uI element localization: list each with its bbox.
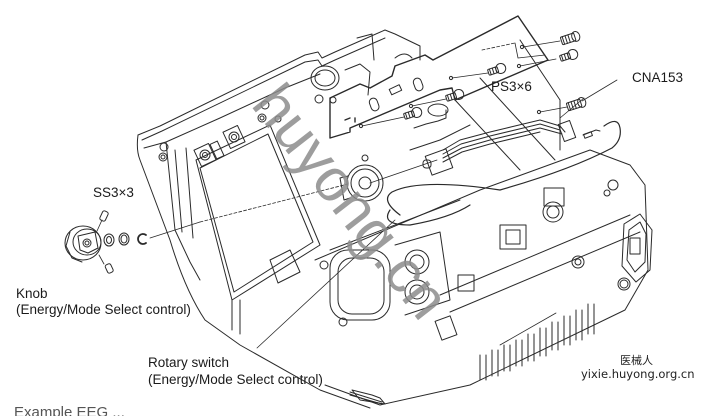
ps-screw-label: PS3×6 [491,79,532,94]
connector-label: CNA153 [632,70,684,85]
knob-label-name: Knob [16,286,48,301]
knob-assembly [64,183,349,274]
power-inlet [617,213,653,291]
cna153-harness [422,79,618,176]
figure-caption-truncated: Example EEG ... [14,405,314,416]
ps3x6-screws [358,31,587,129]
front-latch [319,260,458,405]
rotary-switch-label-name: Rotary switch [148,355,230,370]
figure-caption-text: Example EEG ... [14,405,125,416]
label-leaders [256,219,557,349]
diagonal-watermark: huyong.cn [240,72,463,331]
front-pcb-board [329,15,549,139]
pcb-components [368,53,449,129]
transformer-block [329,231,451,321]
site-url-watermark: yixie.huyong.org.cn [581,367,695,381]
wire-loop [386,120,621,226]
housing-upper-shell [136,29,421,409]
power-board-components [457,179,619,292]
lower-chassis [314,149,649,406]
site-name-watermark: 医械人 [620,354,653,367]
ss-screw-label: SS3×3 [93,185,134,200]
rotary-switch-label-desc: (Energy/Mode Select control) [148,372,323,387]
knob-label-desc: (Energy/Mode Select control) [16,302,191,317]
rotary-switch [339,154,438,202]
rear-panel-jacks [158,100,282,168]
speaker-mount [310,33,375,104]
